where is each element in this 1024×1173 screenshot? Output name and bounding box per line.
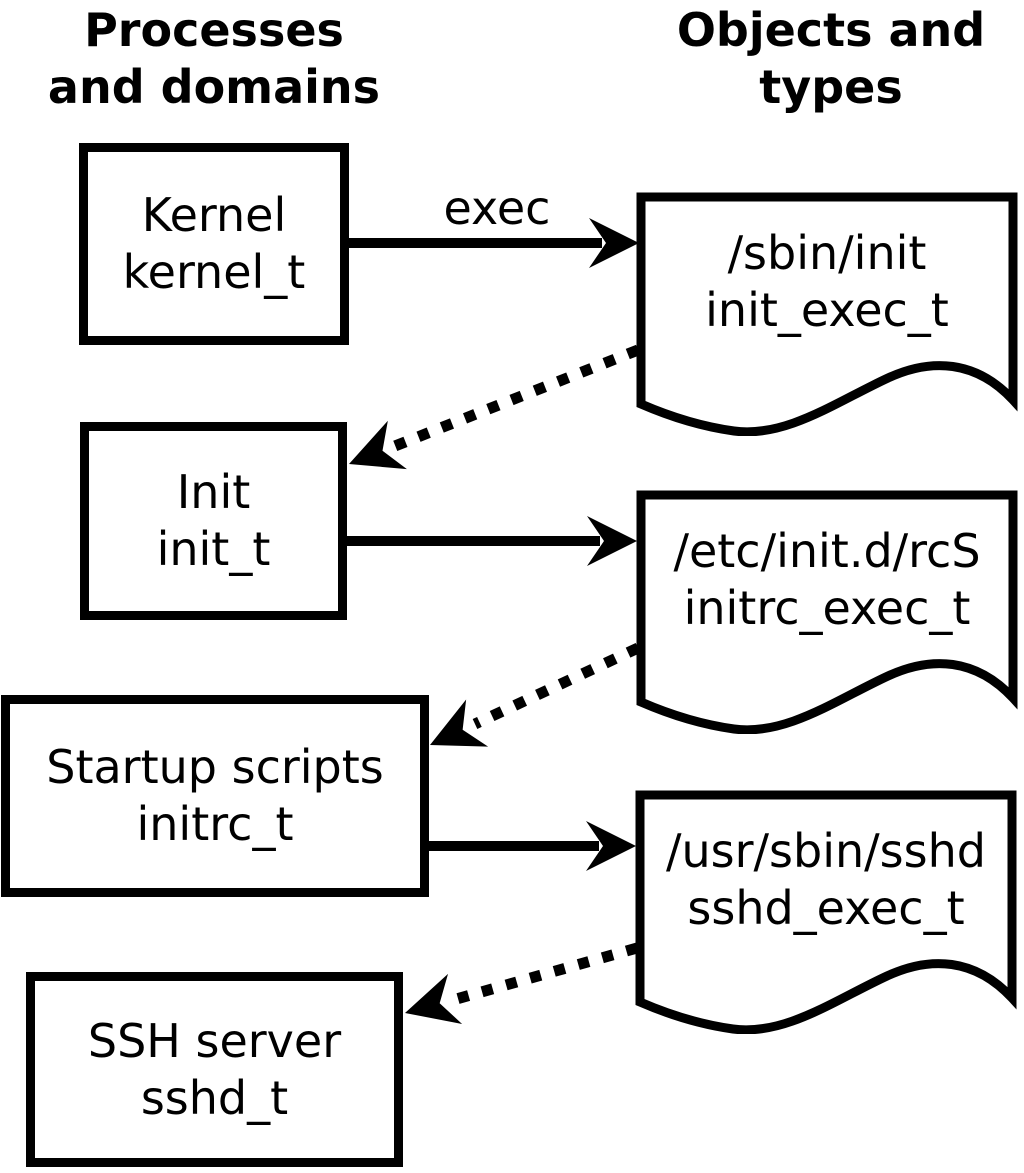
exec-arrow-label: exec: [443, 181, 551, 235]
process-box-init: Init init_t: [80, 422, 347, 620]
object-doc-init-exec: /sbin/init init_exec_t: [636, 192, 1018, 436]
transition-arrow-initrc-exec-to-initrc: [430, 643, 641, 747]
object-type: initrc_exec_t: [683, 581, 971, 635]
right-column-header: Objects and types: [676, 3, 986, 114]
process-type: init_t: [156, 522, 271, 576]
left-column-header: Processes and domains: [47, 3, 381, 114]
object-type: sshd_exec_t: [687, 881, 965, 935]
process-label: SSH server: [87, 1013, 342, 1068]
document-shape-icon: [635, 790, 1017, 1034]
process-type: initrc_t: [136, 797, 294, 851]
process-label: Startup scripts: [46, 740, 384, 794]
transition-arrow-init-exec-to-init: [349, 344, 641, 470]
process-type: sshd_t: [140, 1070, 289, 1125]
exec-arrow-kernel-to-init-exec: [349, 218, 639, 268]
document-shape-icon: [636, 192, 1018, 436]
object-type: init_exec_t: [705, 283, 949, 337]
object-label: /usr/sbin/sshd: [666, 824, 986, 878]
process-box-ssh-server: SSH server sshd_t: [26, 972, 403, 1167]
process-box-startup-scripts: Startup scripts initrc_t: [1, 695, 429, 897]
process-box-kernel: Kernel kernel_t: [79, 143, 349, 345]
process-type: kernel_t: [122, 245, 306, 299]
transition-arrow-sshd-exec-to-sshd: [405, 942, 639, 1024]
object-doc-initrc-exec: /etc/init.d/rcS initrc_exec_t: [636, 490, 1018, 734]
process-label: Kernel: [141, 188, 287, 242]
exec-arrow-initrc-to-sshd-exec: [428, 821, 636, 871]
object-label: /etc/init.d/rcS: [673, 524, 981, 578]
document-shape-icon: [636, 490, 1018, 734]
object-doc-sshd-exec: /usr/sbin/sshd sshd_exec_t: [635, 790, 1017, 1034]
object-label: /sbin/init: [727, 226, 927, 280]
exec-arrow-init-to-initrc-exec: [347, 516, 637, 566]
process-label: Init: [176, 465, 251, 519]
